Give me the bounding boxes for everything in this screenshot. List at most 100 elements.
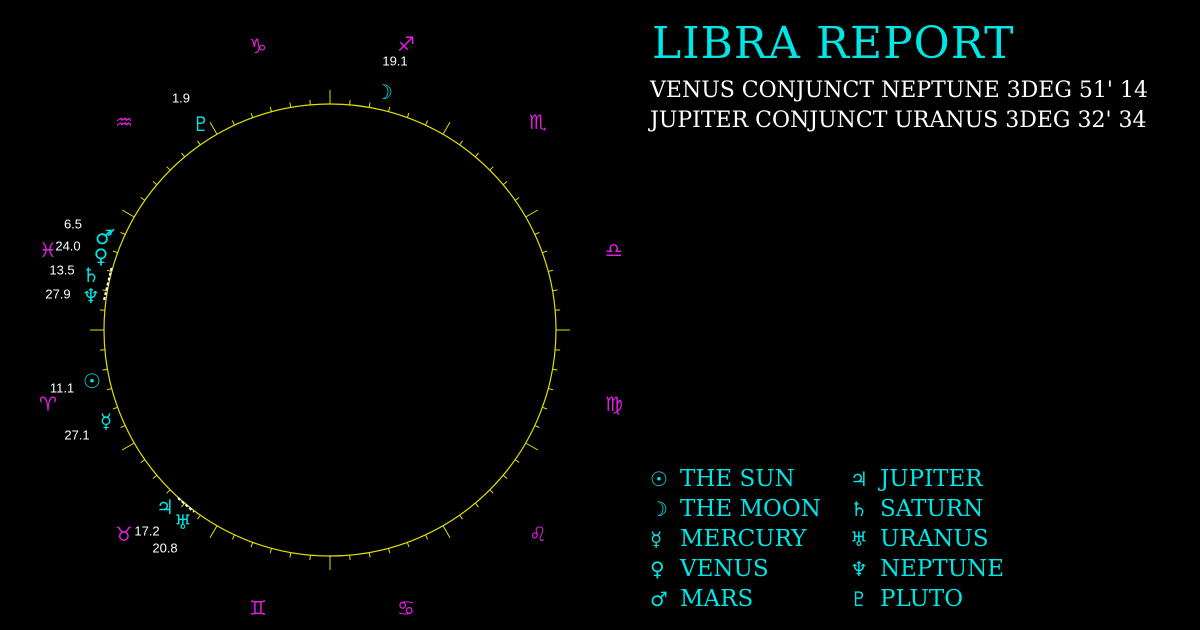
pluto-degree-label: 1.9 — [172, 91, 190, 106]
pluto-icon: ♇ — [850, 587, 868, 611]
conjunction-marker — [177, 497, 195, 513]
legend-item-saturn: ♄ SATURN — [850, 496, 983, 522]
venus-icon: ♀ — [94, 244, 109, 268]
wheel-tick — [459, 514, 463, 520]
legend-label: SATURN — [880, 496, 984, 522]
leo-sign-icon: ♌ — [529, 522, 547, 546]
wheel-tick — [102, 289, 108, 292]
wheel-tick — [181, 152, 186, 158]
legend-label: VENUS — [680, 556, 769, 582]
wheel-tick — [442, 525, 451, 539]
taurus-sign-icon: ♉ — [115, 522, 133, 546]
wheel-tick — [112, 406, 118, 410]
mercury-icon: ☿ — [650, 527, 663, 551]
uranus-icon: ♅ — [174, 510, 192, 534]
venus-icon: ♀ — [650, 557, 665, 581]
legend-item-the-sun: ☉ THE SUN — [650, 466, 795, 492]
legend-item-uranus: ♅URANUS — [850, 526, 989, 552]
wheel-tick — [250, 112, 254, 118]
jupiter-degree-label: 17.2 — [134, 524, 159, 539]
mars-icon: ♂ — [650, 587, 668, 611]
moon-icon: ☽ — [375, 80, 393, 104]
wheel-tick — [406, 542, 410, 548]
legend-item-mars: ♂MARS — [650, 586, 753, 612]
jupiter-icon: ♃ — [850, 467, 868, 491]
zodiac-wheel: ♑♐♏♎♍♌♋♊♉♈♓♒ ☽♇1.9♂6.5♀24.0♄13.5♆27.9☉11… — [39, 32, 623, 620]
wheel-tick — [425, 120, 429, 126]
aspect-line-2: JUPITER CONJUNCT URANUS 3DEG 32' 34 — [650, 108, 1147, 133]
scorpio-sign-icon: ♏ — [529, 110, 547, 134]
legend-label: THE SUN — [680, 466, 795, 492]
legend-item-pluto: ♇ PLUTO — [850, 586, 963, 612]
aquarius-sign-icon: ♒ — [115, 110, 133, 134]
wheel-tick — [552, 289, 558, 292]
virgo-sign-icon: ♍ — [605, 392, 623, 416]
legend-item-neptune: ♆NEPTUNE — [850, 556, 1004, 582]
wheel-tick — [548, 269, 554, 272]
wheel-tick — [102, 368, 108, 371]
mars-arrow-icon — [107, 228, 115, 237]
wheel-tick — [106, 388, 112, 391]
capricorn-sign-icon: ♑ — [249, 34, 267, 58]
wheel-tick — [289, 552, 292, 558]
aspect-line-1: VENUS CONJUNCT NEPTUNE 3DEG 51' 14 — [650, 78, 1148, 103]
wheel-tick — [140, 459, 146, 463]
wheel-tick — [166, 489, 171, 494]
wheel-tick — [502, 181, 508, 186]
mercury-icon: ☿ — [100, 409, 112, 433]
neptune-degree-label: 27.9 — [45, 287, 70, 302]
legend-item-venus: ♀ VENUS — [650, 556, 769, 582]
wheel-tick — [121, 209, 135, 218]
zodiac-signs: ♑♐♏♎♍♌♋♊♉♈♓♒ — [39, 32, 623, 620]
wheel-circle — [103, 103, 557, 557]
mars-icon: ♂ — [95, 225, 113, 249]
uranus-degree-label: 20.8 — [152, 541, 177, 556]
wheel-tick — [209, 121, 218, 135]
cancer-sign-icon: ♋ — [397, 596, 415, 620]
legend-label: MERCURY — [680, 526, 807, 552]
wheel-tick — [181, 502, 186, 508]
wheel-tick — [525, 442, 539, 451]
wheel-tick — [120, 231, 126, 235]
wheel-tick — [121, 442, 135, 451]
wheel-tick — [152, 474, 158, 479]
wheel-tick — [269, 106, 272, 112]
sun-degree-label: 11.1 — [50, 381, 74, 396]
wheel-tick — [231, 534, 235, 540]
wheel-tick — [250, 542, 254, 548]
wheel-tick — [489, 166, 494, 171]
wheel-tick — [231, 120, 235, 126]
wheel-tick — [548, 388, 554, 391]
legend-label: PLUTO — [880, 586, 964, 612]
wheel-tick — [442, 121, 451, 135]
planet-markers: ☽♇1.9♂6.5♀24.0♄13.5♆27.9☉11.1☿27.1♃17.2♅… — [45, 54, 407, 556]
wheel-tick — [552, 368, 558, 371]
wheel-tick — [388, 106, 391, 112]
aries-sign-icon: ♈ — [39, 392, 57, 416]
jupiter-icon: ♃ — [156, 495, 174, 519]
neptune-icon: ♆ — [850, 557, 868, 581]
neptune-icon: ♆ — [82, 284, 100, 308]
wheel-tick — [406, 112, 410, 118]
the-sun-icon: ☉ — [650, 467, 668, 491]
wheel-tick — [514, 197, 520, 201]
conjunction-marker — [103, 265, 113, 301]
page-title: LIBRA REPORT — [652, 18, 1015, 69]
wheel-tick — [368, 552, 371, 558]
wheel-tick — [166, 166, 171, 171]
legend-label: URANUS — [880, 526, 989, 552]
wheel-tick — [534, 425, 540, 429]
wheel-tick — [289, 102, 292, 108]
wheel-tick — [474, 152, 479, 158]
mars-degree-label: 6.5 — [64, 217, 82, 232]
mercury-degree-label: 27.1 — [64, 428, 89, 443]
wheel-ticks — [90, 90, 570, 570]
wheel-tick — [140, 197, 146, 201]
wheel-tick — [269, 548, 272, 554]
the-moon-icon: ☽ — [650, 497, 668, 521]
wheel-tick — [197, 140, 201, 146]
wheel-tick — [106, 269, 112, 272]
saturn-icon: ♄ — [850, 497, 868, 521]
sun-icon: ☉ — [83, 369, 101, 393]
wheel-tick — [489, 489, 494, 494]
